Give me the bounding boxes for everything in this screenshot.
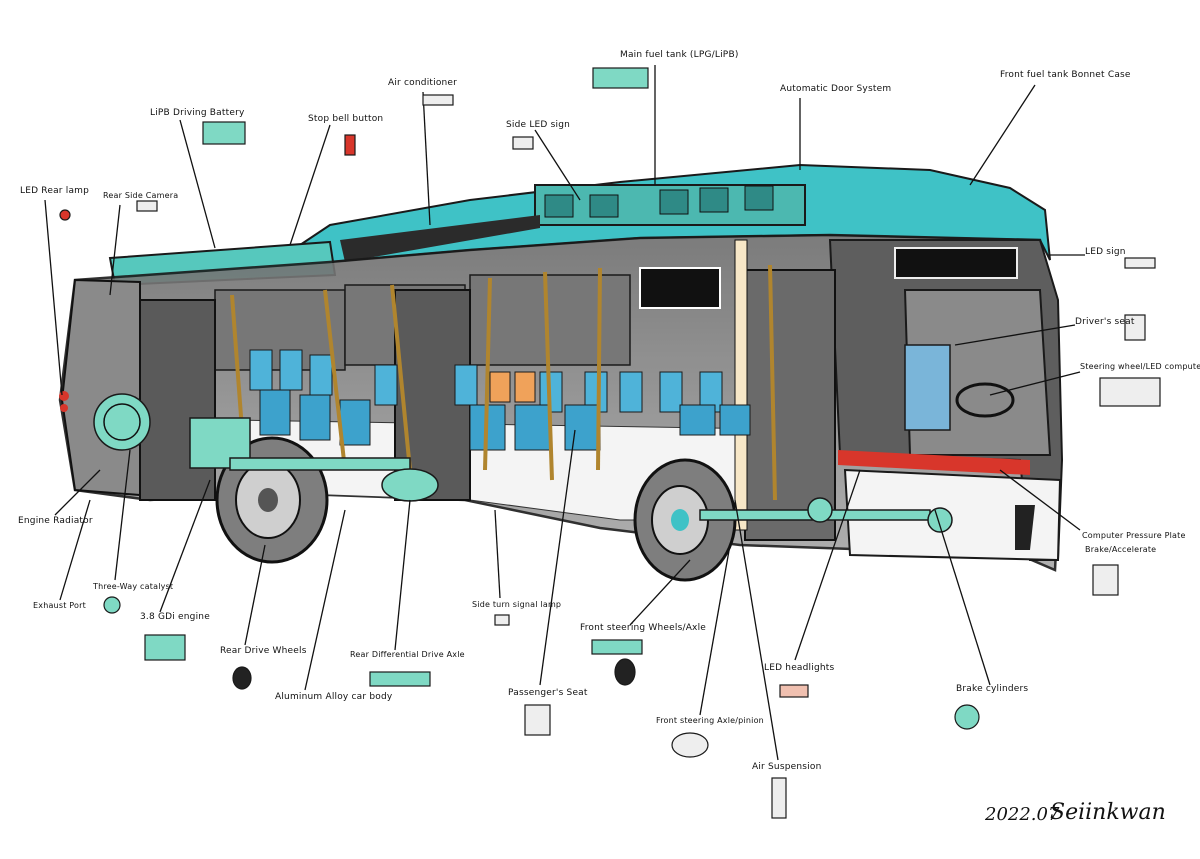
label-front-steering-wheels: Front steering Wheels/Axle [580,623,707,633]
door-pillar [734,239,748,531]
label-side-turn: Side turn signal lamp [472,600,562,609]
brake-cylinder-icon [954,704,980,730]
rear-lamp-2 [60,404,68,412]
front-bumper [843,468,1062,562]
headlight-icon [779,684,809,698]
label-main-fuel-tank: Main fuel tank (LPG/LiPB) [620,50,739,60]
label-led-sign: LED sign [1085,247,1126,257]
label-automatic-door: Automatic Door System [780,84,892,94]
passenger-seat-icon [524,704,551,736]
rear-lamp-1 [59,391,69,401]
front-bumper-lights [1015,505,1035,550]
label-steering-wheel: Steering wheel/LED computer [1080,362,1200,371]
stop-bell-icon [344,134,356,156]
label-engine: 3.8 GDi engine [140,612,210,622]
label-front-fuel-tank: Front fuel tank Bonnet Case [1000,70,1131,80]
side-led-sign-icon [512,136,534,150]
label-lipb-battery: LiPB Driving Battery [150,108,245,118]
label-air-conditioner: Air conditioner [388,78,458,88]
rear-wheel-icon [232,666,252,690]
grab-poles [230,264,777,501]
pedal-icon [1092,564,1119,596]
label-drivers-seat: Driver's seat [1075,317,1135,327]
label-exhaust-port: Exhaust Port [33,601,86,610]
drivers-seat-icon [1124,314,1146,341]
front-led-sign [894,247,1018,279]
steering-wheel-shape [955,382,1015,418]
label-passenger-seat: Passenger's Seat [508,688,588,698]
label-computer-pressure: Computer Pressure Plate [1082,531,1186,540]
engine-icon [144,634,186,661]
steering-computer-icon [1099,377,1161,407]
steering-axle-icon [591,639,643,655]
label-led-headlights: LED headlights [764,663,835,673]
diff-axle-icon [369,671,431,687]
fuel-tank-icon [592,67,649,89]
front-wheel [633,458,737,582]
label-stop-bell: Stop bell button [308,114,384,124]
front-wheel-icon [614,658,636,686]
label-engine-radiator: Engine Radiator [18,516,93,526]
led-sign-icon [1124,257,1156,269]
battery-icon [202,121,246,145]
label-rear-diff: Rear Differential Drive Axle [350,650,465,659]
label-brake-cylinders: Brake cylinders [956,684,1029,694]
front-bumper-red [838,450,1030,475]
label-rear-side-camera: Rear Side Camera [103,191,179,200]
label-rear-drive-wheels: Rear Drive Wheels [220,646,307,656]
label-air-suspension: Air Suspension [752,762,822,772]
signature-date: 2022.07 [985,804,1060,825]
rear-lamp-icon [59,209,71,221]
drivers-seat-shape [904,344,951,431]
leader-lines [44,65,1085,761]
label-aluminum-body: Aluminum Alloy car body [275,692,393,702]
label-led-rear-lamp: LED Rear lamp [20,186,90,196]
catalyst-icon [103,596,121,614]
component-icons [59,67,1161,819]
label-side-led-sign: Side LED sign [506,120,571,130]
signature-name: Seiinkwan [1050,800,1166,825]
label-three-way-catalyst: Three-Way catalyst [93,582,174,591]
air-suspension-icon [771,777,787,819]
pinion-icon [671,732,709,758]
roof-dark-section [340,215,540,262]
air-conditioner-icon [422,94,454,106]
label-front-steering-axle: Front steering Axle/pinion [656,716,764,725]
turn-signal-icon [494,614,510,626]
camera-icon [136,200,158,212]
front-door [744,269,836,541]
label-brake-accelerate: Brake/Accelerate [1085,545,1157,554]
drivetrain [93,393,953,533]
rear-door [139,299,216,501]
roof-tank-cells [544,185,774,218]
